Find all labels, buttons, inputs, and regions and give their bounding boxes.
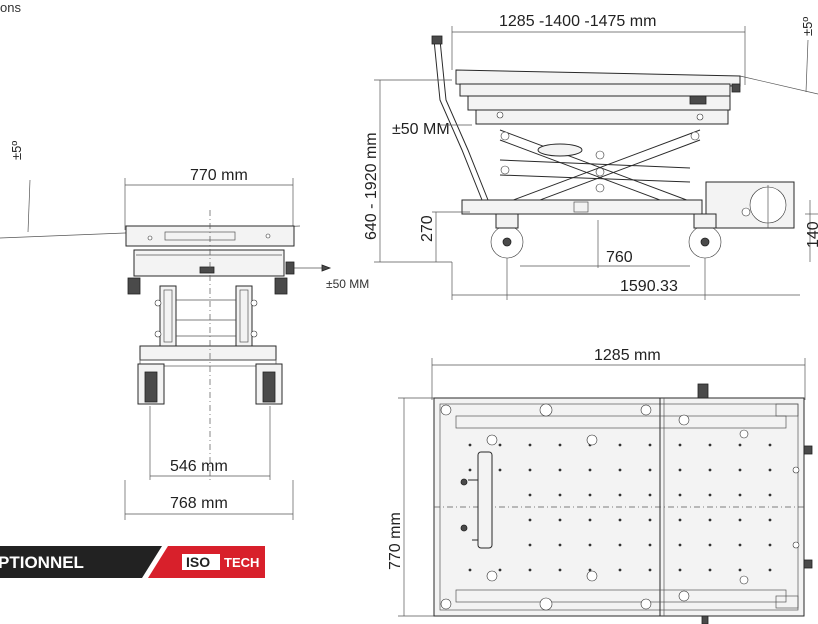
plan-view: 1285 mm 770 mm [387, 347, 813, 624]
height-range-label: 640 - 1920 mm [363, 132, 380, 240]
front-level-label: ±50 MM [326, 277, 369, 291]
plan-length-label: 1285 mm [594, 347, 661, 364]
caption-fragment: ons [0, 0, 21, 15]
front-tilt-label: ±5º [9, 141, 24, 160]
brand-iso: ISO [186, 554, 210, 570]
box-height-label: 140 [805, 221, 818, 248]
side-view: 1285 -1400 -1475 mm ±5º [363, 13, 818, 300]
side-tilt-label: ±5º [800, 17, 815, 36]
top-length-label: 1285 -1400 -1475 mm [499, 13, 656, 30]
plan-width-label: 770 mm [387, 512, 404, 570]
side-level-label: ±50 MM [392, 121, 450, 138]
brand-tech: TECH [224, 555, 259, 570]
optional-badge: PTIONNEL ISO TECH [0, 546, 265, 578]
overall-length-label: 1590.33 [620, 278, 678, 295]
front-view: ±5º 770 mm ±50 MM [0, 141, 369, 520]
low-height-label: 270 [419, 215, 436, 242]
front-width-top-label: 770 mm [190, 167, 248, 184]
wheelbase-label: 760 [606, 249, 633, 266]
optional-text: PTIONNEL [0, 553, 84, 572]
front-width-base-label: 768 mm [170, 495, 228, 512]
inner-gap-label: 546 mm [170, 458, 228, 475]
